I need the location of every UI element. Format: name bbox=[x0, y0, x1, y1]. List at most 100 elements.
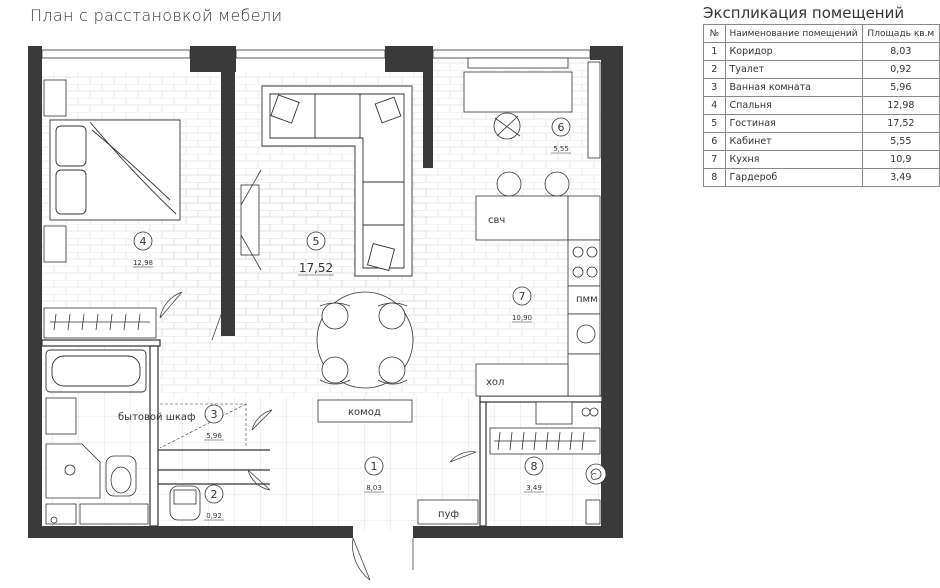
row-name: Кухня bbox=[724, 150, 863, 169]
bar-stools bbox=[496, 171, 570, 197]
header-num: № bbox=[703, 24, 726, 43]
room-marker-4: 412,98 bbox=[133, 231, 153, 268]
room-marker-circle bbox=[133, 231, 153, 251]
room-area: 5,96 bbox=[206, 432, 222, 440]
row-area: 3,49 bbox=[861, 168, 940, 187]
row-area: 0,92 bbox=[861, 60, 940, 79]
tv-unit bbox=[240, 169, 262, 271]
room-area: 8,03 bbox=[366, 484, 382, 492]
row-area: 5,55 bbox=[861, 132, 940, 151]
dresser bbox=[317, 399, 413, 423]
room-markers: 18,0320,9235,96412,98517,5265,55710,9083… bbox=[133, 117, 571, 521]
row-name: Туалет bbox=[724, 60, 863, 79]
row-name: Кабинет bbox=[724, 132, 863, 151]
room-marker-6: 65,55 bbox=[551, 117, 571, 154]
room-number: 3 bbox=[211, 408, 218, 421]
row-area: 12,98 bbox=[861, 96, 940, 115]
partitions bbox=[41, 339, 603, 527]
room-area: 17,52 bbox=[299, 261, 333, 275]
row-area: 17,52 bbox=[861, 114, 940, 133]
row-name: Гостиная bbox=[724, 114, 863, 133]
room-number: 1 bbox=[371, 460, 378, 473]
shower-sink bbox=[45, 443, 137, 499]
room-marker-circle bbox=[524, 456, 544, 476]
explication-header-row: № Наименование помещений Площадь кв.м bbox=[703, 24, 940, 43]
row-num: 4 bbox=[703, 96, 726, 115]
furniture-labels: свч пмм хол комод пуф бытовой шкаф bbox=[118, 215, 598, 520]
room-marker-5: 517,52 bbox=[298, 231, 334, 276]
bathtub bbox=[45, 349, 147, 393]
dining-table bbox=[316, 291, 414, 389]
room-area: 5,55 bbox=[553, 145, 569, 153]
row-area: 10,9 bbox=[861, 150, 940, 169]
room-marker-circle bbox=[306, 231, 326, 251]
fridge-label: хол bbox=[486, 377, 504, 388]
room-marker-2: 20,92 bbox=[204, 484, 224, 521]
room-marker-circle bbox=[204, 484, 224, 504]
utility-closet-label: бытовой шкаф bbox=[118, 412, 196, 423]
room-number: 4 bbox=[140, 235, 147, 248]
room-marker-3: 35,96 bbox=[204, 404, 224, 441]
room-number: 6 bbox=[558, 121, 565, 134]
kitchen-counter bbox=[475, 195, 601, 397]
row-num: 2 bbox=[703, 60, 726, 79]
room-number: 5 bbox=[313, 235, 320, 248]
row-num: 6 bbox=[703, 132, 726, 151]
room-marker-circle bbox=[551, 117, 571, 137]
row-num: 1 bbox=[703, 42, 726, 61]
room-number: 2 bbox=[211, 488, 218, 501]
row-area: 5,96 bbox=[861, 78, 940, 97]
room-marker-1: 18,03 bbox=[364, 456, 384, 493]
office-shelf bbox=[587, 61, 601, 159]
microwave-label: свч bbox=[488, 215, 505, 226]
room-number: 7 bbox=[519, 290, 526, 303]
row-area: 8,03 bbox=[861, 42, 940, 61]
row-name: Коридор bbox=[724, 42, 863, 61]
bath-cabinets bbox=[45, 503, 149, 525]
bedside-tables bbox=[43, 79, 67, 263]
room-marker-8: 83,49 bbox=[524, 456, 544, 493]
row-num: 7 bbox=[703, 150, 726, 169]
windows bbox=[41, 49, 591, 59]
row-name: Гардероб bbox=[724, 168, 863, 187]
room-marker-circle bbox=[364, 456, 384, 476]
washing-machine bbox=[45, 397, 77, 435]
bed bbox=[49, 119, 181, 221]
pouf bbox=[417, 499, 479, 525]
room-area: 0,92 bbox=[206, 512, 222, 520]
row-name: Спальня bbox=[724, 96, 863, 115]
plan-title: План с расстановкой мебели bbox=[30, 6, 283, 25]
office-desk bbox=[463, 57, 573, 140]
room-area: 12,98 bbox=[133, 259, 153, 267]
floor-plan: свч пмм хол комод пуф бытовой шкаф 18,03… bbox=[28, 46, 623, 581]
room-marker-7: 710,90 bbox=[512, 286, 532, 323]
explication-title: Экспликация помещений bbox=[703, 4, 905, 22]
room-number: 8 bbox=[531, 460, 538, 473]
row-name: Ванная комната bbox=[724, 78, 863, 97]
row-num: 3 bbox=[703, 78, 726, 97]
pouf-label: пуф bbox=[438, 509, 459, 520]
header-area: Площадь кв.м bbox=[861, 24, 940, 43]
dresser-label: комод bbox=[348, 407, 381, 418]
room-area: 3,49 bbox=[526, 484, 542, 492]
doors bbox=[159, 291, 477, 581]
room-marker-circle bbox=[512, 286, 532, 306]
dishwasher-label: пмм bbox=[576, 294, 598, 305]
row-num: 8 bbox=[703, 168, 726, 187]
row-num: 5 bbox=[703, 114, 726, 133]
dressing-rail bbox=[489, 401, 607, 525]
bedroom-wardrobe bbox=[43, 307, 157, 339]
header-name: Наименование помещений bbox=[724, 24, 863, 43]
utility-closet bbox=[159, 403, 247, 449]
walls bbox=[28, 46, 623, 538]
sofa bbox=[261, 85, 413, 277]
room-area: 10,90 bbox=[512, 314, 532, 322]
